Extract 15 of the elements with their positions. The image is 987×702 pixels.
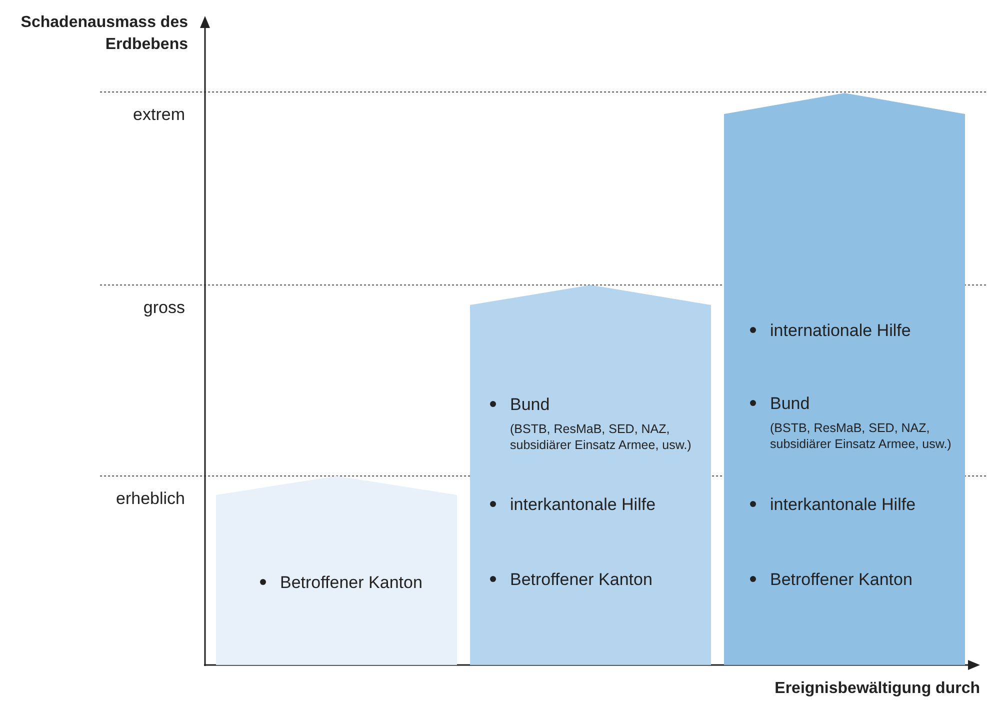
bullet-item: Betroffener Kanton <box>748 567 948 592</box>
bullet-item: Bund <box>488 392 688 417</box>
bullet-item: Betroffener Kanton <box>258 570 428 595</box>
bullet-item: internationale Hilfe <box>748 318 948 343</box>
axis-title: Schadenausmass des Erdbebens <box>20 13 188 55</box>
detail-text: (BSTB, ResMaB, SED, NAZ, subsidiärer Einsatz Armee, usw.) <box>509 421 692 453</box>
level-label: erheblich <box>115 488 185 510</box>
level-label: extrem <box>132 104 185 126</box>
bullet-item: Bund <box>748 391 948 416</box>
level-label: gross <box>142 297 185 319</box>
detail-text: (BSTB, ResMaB, SED, NAZ, subsidiärer Einsatz Armee, usw.) <box>769 420 952 452</box>
bullet-item: interkantonale Hilfe <box>748 492 948 517</box>
bullet-item: interkantonale Hilfe <box>488 492 688 517</box>
axis-title: Ereignisbewältigung durch <box>774 679 980 699</box>
bullet-item: Betroffener Kanton <box>488 567 688 592</box>
